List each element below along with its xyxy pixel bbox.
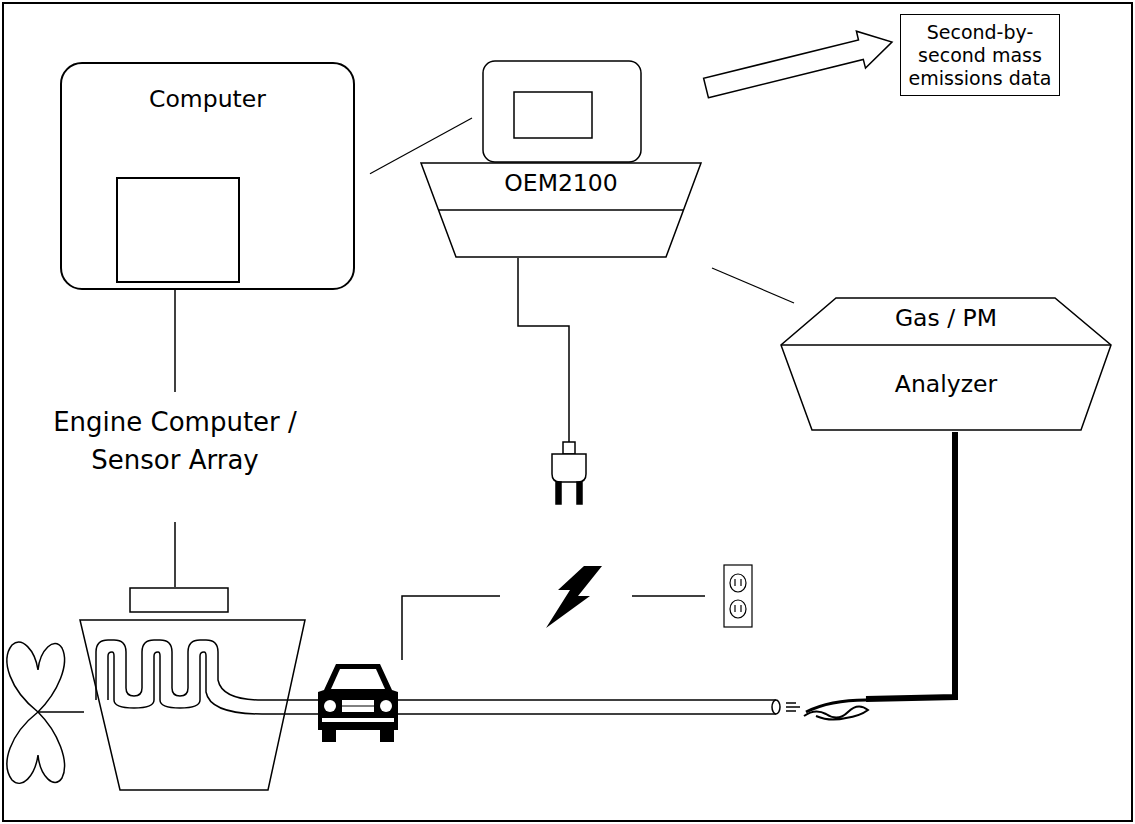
- monitor-screen: [514, 92, 592, 138]
- car: [318, 664, 398, 742]
- unit-label: Analyzer: [780, 371, 1112, 398]
- fan: [7, 642, 84, 783]
- unit-label: OEM2100: [420, 170, 702, 197]
- monitor: [483, 61, 641, 162]
- engine: [80, 588, 305, 790]
- analyzer-unit: Gas / PM Analyzer: [780, 297, 1112, 431]
- analyzer-outline: [781, 298, 1111, 430]
- connector-line: [712, 268, 794, 303]
- unit-label: Computer: [62, 86, 353, 113]
- block-arrow: [704, 31, 892, 98]
- sample-line: [804, 432, 955, 720]
- base-divider: [439, 209, 683, 211]
- node-outline: [420, 60, 702, 258]
- output-box: Second-by- second mass emissions data: [900, 14, 1060, 96]
- computer-box: Computer: [60, 62, 355, 290]
- analyzer-divider: [781, 344, 1111, 346]
- unit-label: Gas / PM: [780, 305, 1112, 332]
- power-plug: [552, 442, 586, 504]
- sensor-wire: [174, 290, 176, 392]
- unit-base: [421, 163, 701, 257]
- box-text: Second-by- second mass emissions data: [907, 21, 1053, 89]
- wall-outlet: [724, 565, 752, 627]
- oem2100-unit: OEM2100: [420, 60, 702, 258]
- frame: [3, 3, 1132, 821]
- sensor-wire: [174, 522, 176, 587]
- power-wire: [402, 258, 705, 660]
- exhaust-pipe: [276, 700, 800, 714]
- sensor-label: Engine Computer / Sensor Array: [25, 404, 325, 479]
- computer-screen: [117, 178, 239, 282]
- lightning-bolt: [546, 566, 602, 628]
